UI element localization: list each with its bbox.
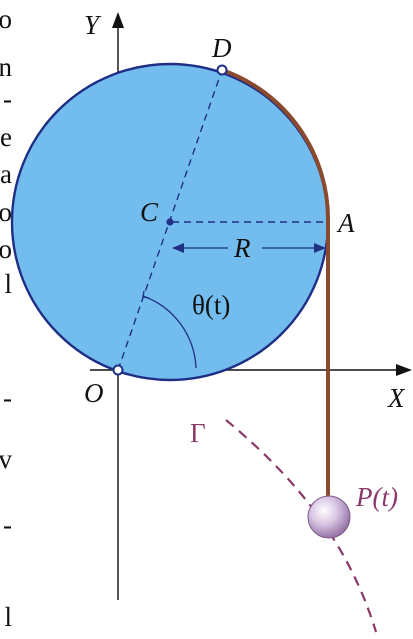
margin-char: l xyxy=(4,269,12,299)
center-label: C xyxy=(140,197,159,227)
left-margin-text: o n - e a o o l - v - l xyxy=(0,0,12,639)
margin-char: o xyxy=(0,197,12,227)
radius-label: R xyxy=(233,233,251,263)
y-axis-label: Y xyxy=(84,10,102,40)
angle-label: θ(t) xyxy=(192,290,230,320)
margin-char: o xyxy=(0,234,12,264)
margin-char: - xyxy=(3,84,12,114)
angle-arrow-icon xyxy=(142,290,150,299)
margin-char: - xyxy=(3,510,12,540)
radius-arrow-right-icon xyxy=(314,243,326,253)
involute-curve xyxy=(225,419,378,633)
margin-char: o xyxy=(0,4,12,34)
origin-point xyxy=(112,364,124,376)
x-axis-label: X xyxy=(387,383,406,413)
point-d xyxy=(216,64,228,76)
margin-char: l xyxy=(4,602,12,632)
radius-arrow-left-icon xyxy=(172,243,184,253)
y-axis-arrow-icon xyxy=(112,12,124,28)
curve-label: Γ xyxy=(190,418,206,448)
pendulum-label: P(t) xyxy=(355,482,398,512)
margin-char: v xyxy=(0,444,12,474)
margin-char: a xyxy=(0,159,12,189)
margin-char: - xyxy=(3,383,12,413)
angle-arc xyxy=(142,295,197,369)
pendulum-bob xyxy=(307,495,351,539)
origin-label: O xyxy=(84,378,104,408)
point-d-label: D xyxy=(211,33,232,63)
margin-char: n xyxy=(0,52,12,82)
x-axis-arrow-icon xyxy=(396,364,412,376)
center-point xyxy=(166,218,174,226)
margin-char: e xyxy=(0,122,12,152)
point-a-label: A xyxy=(336,208,355,238)
rope xyxy=(220,68,331,497)
